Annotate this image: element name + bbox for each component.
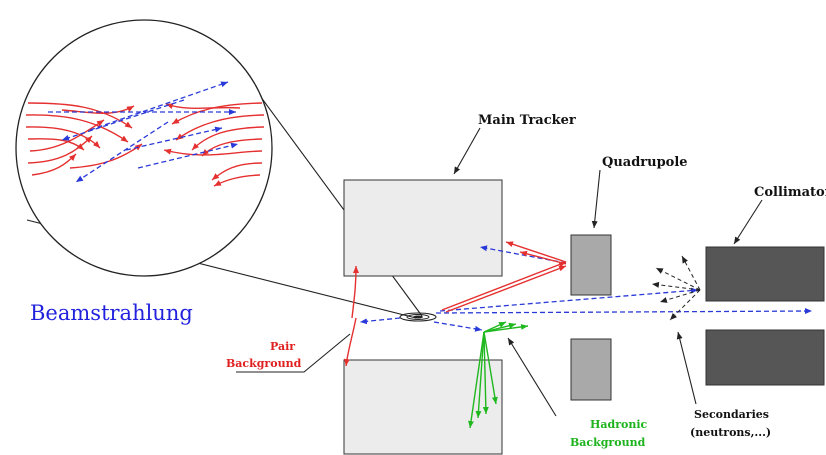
zoom-blue-photon [137, 142, 239, 169]
pair-track-to-quad [445, 265, 567, 313]
zoom-blue-photon [89, 81, 229, 131]
zoom-red-track [213, 174, 261, 187]
quadrupole-label: Quadrupole [602, 155, 688, 170]
pair-background-label-line1: Pair [270, 340, 295, 353]
pair-track-backsplash [505, 241, 567, 263]
pair-track-to-quad [441, 261, 567, 311]
main-tracker-upper [343, 179, 503, 277]
hadronic-track [483, 322, 517, 333]
zoom-inset [15, 19, 423, 319]
zoom-red-track [31, 153, 77, 176]
main-tracker-label: Main Tracker [478, 113, 576, 128]
pair-background-label-line2: Background [226, 357, 302, 370]
pair-track-backsplash [519, 250, 567, 265]
interaction-point [399, 312, 437, 322]
secondary-track [651, 281, 701, 291]
secondary-track [681, 255, 701, 291]
zoom-red-track [201, 138, 263, 157]
secondaries-fan [651, 255, 701, 321]
zoom-red-track [27, 135, 93, 164]
beam-photon-backward [359, 317, 401, 325]
hadronic-background-label-line2: Background [570, 436, 646, 449]
secondaries-label-line2: (neutrons,...) [690, 426, 771, 439]
zoom-red-track [25, 126, 101, 149]
secondaries-pointer [676, 331, 697, 405]
hadronic-track [483, 321, 507, 333]
beam-photon-down [433, 321, 483, 332]
hadronic-track [475, 331, 485, 419]
beamstrahlung-label: Beamstrahlung [30, 301, 193, 325]
quadrupole-pointer [591, 169, 601, 229]
pair-background-tracks [343, 241, 567, 367]
zoom-red-track [191, 126, 265, 151]
zoom-red-track [25, 114, 129, 143]
zoom-tracks [25, 81, 265, 187]
zoom-blue-photon [125, 126, 223, 151]
hadronic-track [482, 331, 489, 415]
collimator-lower [705, 329, 825, 386]
beam-photon-to-collimator [439, 287, 699, 312]
zoom-red-track [165, 103, 241, 110]
hadronic-background-pointer [507, 337, 557, 417]
main-tracker-pointer [453, 127, 481, 175]
beam-photon-forward [435, 308, 813, 315]
zoom-blue-photon [61, 99, 185, 141]
zoom-red-track [163, 148, 263, 156]
zoom-red-track [29, 119, 105, 152]
zoom-red-track [175, 114, 265, 141]
zoom-red-track [27, 102, 133, 129]
hadronic-track [483, 331, 498, 405]
pair-background-pointer [236, 333, 351, 373]
zoom-red-track [61, 105, 135, 114]
zoom-blue-photon [75, 121, 169, 183]
quadrupole-lower [570, 338, 612, 401]
hadronic-track [468, 331, 485, 429]
hadronic-track [483, 323, 529, 333]
hadronic-background-label-line1: Hadronic [590, 418, 648, 431]
quadrupole-upper [570, 234, 612, 296]
secondary-track [655, 267, 701, 291]
zoom-circle [15, 19, 273, 277]
main-tracker-lower [343, 359, 503, 455]
pair-track-spiral-down [343, 317, 357, 367]
zoom-tangent-upper [251, 84, 423, 317]
collimator-pointer [733, 199, 763, 245]
collimator-label: Collimator [754, 185, 826, 200]
pair-track-spiral-up [351, 265, 359, 319]
collimator-upper [705, 246, 825, 302]
secondary-track [669, 289, 701, 321]
zoom-red-track [211, 162, 263, 181]
hadronic-background-tracks [468, 321, 529, 429]
secondaries-label-line1: Secondaries [694, 408, 769, 421]
